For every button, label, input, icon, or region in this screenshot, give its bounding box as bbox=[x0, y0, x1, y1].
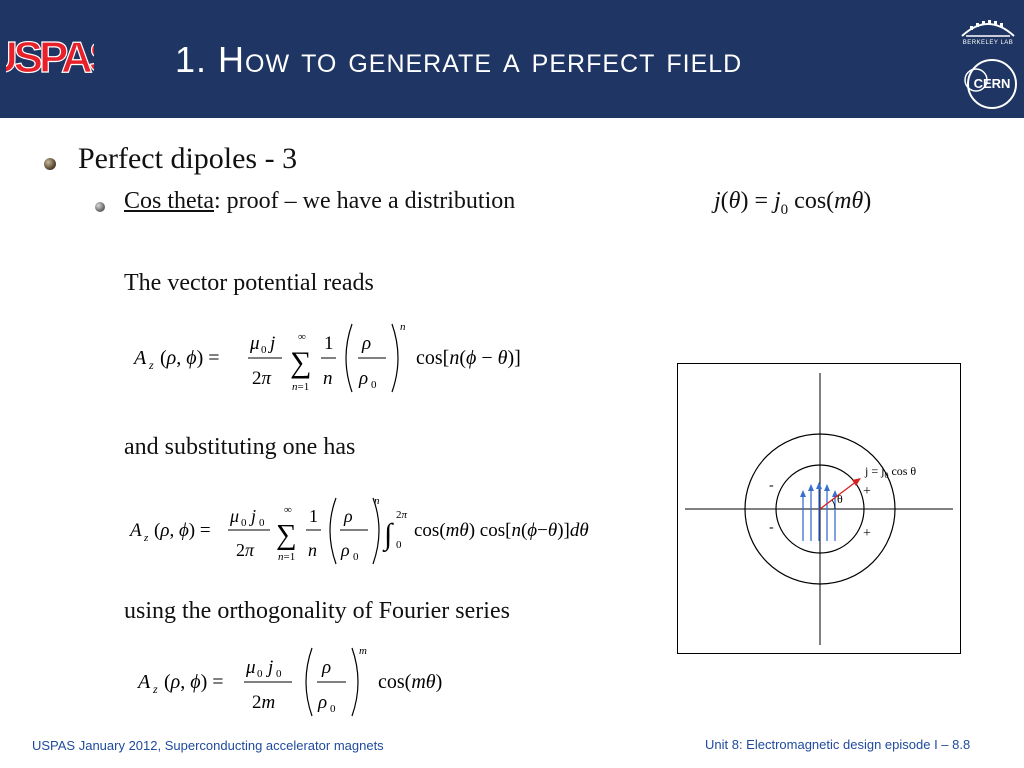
svg-text:∫: ∫ bbox=[382, 518, 394, 553]
svg-text:0: 0 bbox=[396, 539, 402, 551]
svg-text:0: 0 bbox=[261, 344, 267, 356]
svg-text:ρ: ρ bbox=[343, 506, 353, 526]
equation-substituted-integral: A z (ρ, ϕ) = μ 0 j 0 2π ∞ ∑ n=1 1 n ρ ρ … bbox=[128, 495, 589, 565]
svg-text:∞: ∞ bbox=[284, 504, 292, 516]
svg-text:2m: 2m bbox=[252, 692, 275, 713]
svg-text:0: 0 bbox=[371, 379, 377, 391]
svg-text:μ: μ bbox=[245, 657, 256, 678]
header-bar: USPAS 1. How to generate a perfect field… bbox=[0, 0, 1024, 118]
uspas-logo: USPAS bbox=[6, 10, 94, 108]
radius-arrow bbox=[819, 480, 858, 510]
equation-result: A z (ρ, ϕ) = μ 0 j 0 2m ρ ρ 0 m cos(mθ) bbox=[136, 645, 442, 717]
footer-right: Unit 8: Electromagnetic design episode I… bbox=[705, 737, 971, 752]
svg-text:ρ: ρ bbox=[321, 657, 331, 678]
plus-sign-upper: + bbox=[863, 484, 871, 499]
plus-sign-lower: + bbox=[863, 526, 871, 541]
cos-theta-underlined: Cos theta bbox=[124, 188, 214, 214]
svg-text:A: A bbox=[128, 520, 142, 541]
svg-text:n: n bbox=[308, 540, 317, 560]
svg-text:z: z bbox=[148, 358, 154, 372]
svg-text:0: 0 bbox=[276, 668, 282, 680]
equation-vector-potential: A z (ρ, ϕ) = μ 0 j 2π ∞ ∑ n=1 1 n ρ ρ 0 … bbox=[132, 321, 521, 393]
svg-text:0: 0 bbox=[259, 517, 265, 529]
svg-text:n=1: n=1 bbox=[292, 381, 309, 393]
svg-text:j: j bbox=[265, 657, 273, 678]
paragraph-vector-potential: The vector potential reads bbox=[124, 270, 374, 296]
svg-text:cos(mθ) cos[n(ϕ−θ)]dθ: cos(mθ) cos[n(ϕ−θ)]dθ bbox=[414, 520, 589, 541]
theta-label: θ bbox=[837, 492, 843, 506]
inner-circle bbox=[775, 464, 865, 554]
svg-text:0: 0 bbox=[330, 703, 336, 715]
minus-sign-lower: - bbox=[769, 520, 774, 535]
svg-text:0: 0 bbox=[353, 551, 359, 563]
svg-text:1: 1 bbox=[309, 506, 318, 526]
bullet-level1-text: Perfect dipoles - 3 bbox=[78, 142, 298, 175]
svg-text:j: j bbox=[249, 506, 256, 526]
svg-text:cos[n(ϕ − θ)]: cos[n(ϕ − θ)] bbox=[416, 347, 521, 369]
current-density-label: j = j0 cos θ bbox=[864, 464, 916, 480]
svg-text:ρ: ρ bbox=[317, 692, 327, 713]
svg-text:n: n bbox=[400, 321, 406, 333]
svg-text:∑: ∑ bbox=[276, 519, 297, 551]
paragraph-substituting: and substituting one has bbox=[124, 434, 356, 460]
svg-text:1: 1 bbox=[324, 333, 334, 354]
current-arrows bbox=[802, 487, 836, 541]
svg-text:∞: ∞ bbox=[298, 331, 306, 343]
berkeley-lab-logo bbox=[961, 20, 1015, 37]
svg-text:m: m bbox=[359, 645, 367, 657]
footer-left: USPAS January 2012, Superconducting acce… bbox=[32, 738, 384, 753]
cern-logo: CERN bbox=[964, 59, 1017, 109]
berkeley-lab-text: BERKELEY LAB bbox=[962, 40, 1014, 46]
bullet-level2-rest: : proof – we have a distribution bbox=[214, 188, 516, 214]
bullet-dot-level2 bbox=[95, 202, 105, 212]
svg-text:ρ: ρ bbox=[340, 540, 350, 560]
svg-text:(ρ, ϕ) =: (ρ, ϕ) = bbox=[160, 347, 220, 369]
cos-theta-diagram: θ j = j0 cos θ + + - - bbox=[677, 363, 961, 654]
svg-text:(ρ, ϕ) =: (ρ, ϕ) = bbox=[154, 520, 211, 541]
svg-text:∑: ∑ bbox=[290, 346, 311, 379]
svg-text:z: z bbox=[143, 532, 149, 544]
minus-sign-upper: - bbox=[769, 478, 774, 493]
cern-logo-text: CERN bbox=[974, 76, 1011, 91]
svg-text:ρ: ρ bbox=[358, 368, 368, 389]
svg-text:2π: 2π bbox=[396, 509, 408, 521]
outer-circle bbox=[744, 433, 896, 585]
svg-text:2π: 2π bbox=[236, 540, 255, 560]
svg-text:j: j bbox=[267, 333, 275, 354]
svg-text:ρ: ρ bbox=[361, 333, 371, 354]
bullet-dot-level1 bbox=[44, 158, 56, 170]
equation-current-distribution: j(θ) = j0 cos(mθ) bbox=[714, 188, 872, 218]
svg-text:(ρ, ϕ) =: (ρ, ϕ) = bbox=[164, 671, 224, 693]
svg-text:A: A bbox=[136, 671, 151, 693]
slide-title: 1. How to generate a perfect field bbox=[175, 39, 743, 80]
svg-text:n=1: n=1 bbox=[278, 551, 295, 563]
svg-text:A: A bbox=[132, 347, 147, 369]
paragraph-orthogonality: using the orthogonality of Fourier serie… bbox=[124, 598, 510, 624]
bullet-level2-text: Cos theta: proof – we have a distributio… bbox=[124, 188, 515, 215]
svg-text:n: n bbox=[323, 368, 333, 389]
svg-text:2π: 2π bbox=[252, 368, 272, 389]
svg-text:0: 0 bbox=[257, 668, 263, 680]
svg-text:cos(mθ): cos(mθ) bbox=[378, 671, 442, 693]
uspas-logo-text: USPAS bbox=[6, 33, 94, 82]
svg-text:z: z bbox=[152, 682, 158, 696]
partner-logos: BERKELEY LAB CERN bbox=[956, 6, 1020, 114]
svg-text:n: n bbox=[374, 495, 380, 507]
svg-text:0: 0 bbox=[241, 517, 247, 529]
svg-text:μ: μ bbox=[229, 506, 239, 526]
svg-text:μ: μ bbox=[249, 333, 260, 354]
